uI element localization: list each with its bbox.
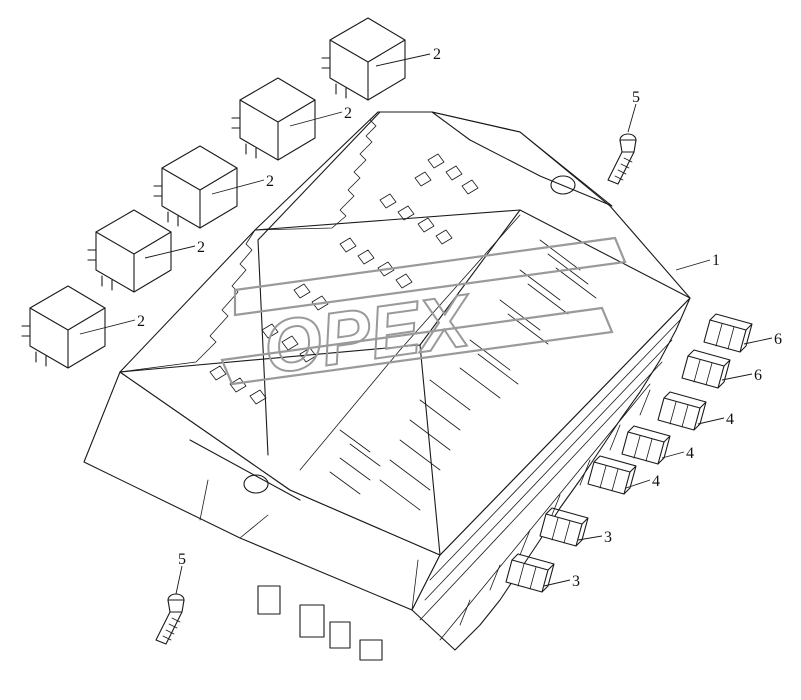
callout-2: 2: [344, 105, 352, 122]
screw-bottom: [155, 593, 185, 645]
relay-2: [231, 77, 316, 161]
callout-3: 3: [572, 573, 580, 590]
fuse-box-housing: [83, 111, 691, 661]
fuse-4b: [621, 425, 671, 465]
relay-3: [153, 145, 238, 229]
fuse-slot-pattern: [209, 153, 597, 511]
callout-5: 5: [632, 89, 640, 106]
fuse-4a: [657, 391, 707, 431]
callout-1: 1: [712, 252, 720, 269]
fuse-6a: [703, 313, 753, 353]
leader-lines: [79, 53, 773, 595]
fuse-3b: [505, 553, 555, 593]
callout-6: 6: [774, 331, 782, 348]
callout-4: 4: [652, 473, 660, 490]
fuse-4c: [587, 455, 637, 495]
callout-4: 4: [686, 445, 694, 462]
callout-3: 3: [604, 529, 612, 546]
fuse-3a: [539, 507, 589, 547]
callout-labels: 2 2 2 2 2 1 5 5 6 6 4 4 4 3 3: [137, 46, 782, 590]
callout-2: 2: [266, 173, 274, 190]
callout-2: 2: [433, 46, 441, 63]
callout-6: 6: [754, 367, 762, 384]
relay-5: [21, 285, 106, 369]
relay-4: [87, 209, 172, 293]
relay-1: [321, 17, 406, 101]
callout-2: 2: [197, 239, 205, 256]
callout-4: 4: [726, 411, 734, 428]
fuse-6b: [681, 349, 731, 389]
callout-2: 2: [137, 313, 145, 330]
callout-5: 5: [178, 551, 186, 568]
screw-top: [607, 133, 637, 185]
